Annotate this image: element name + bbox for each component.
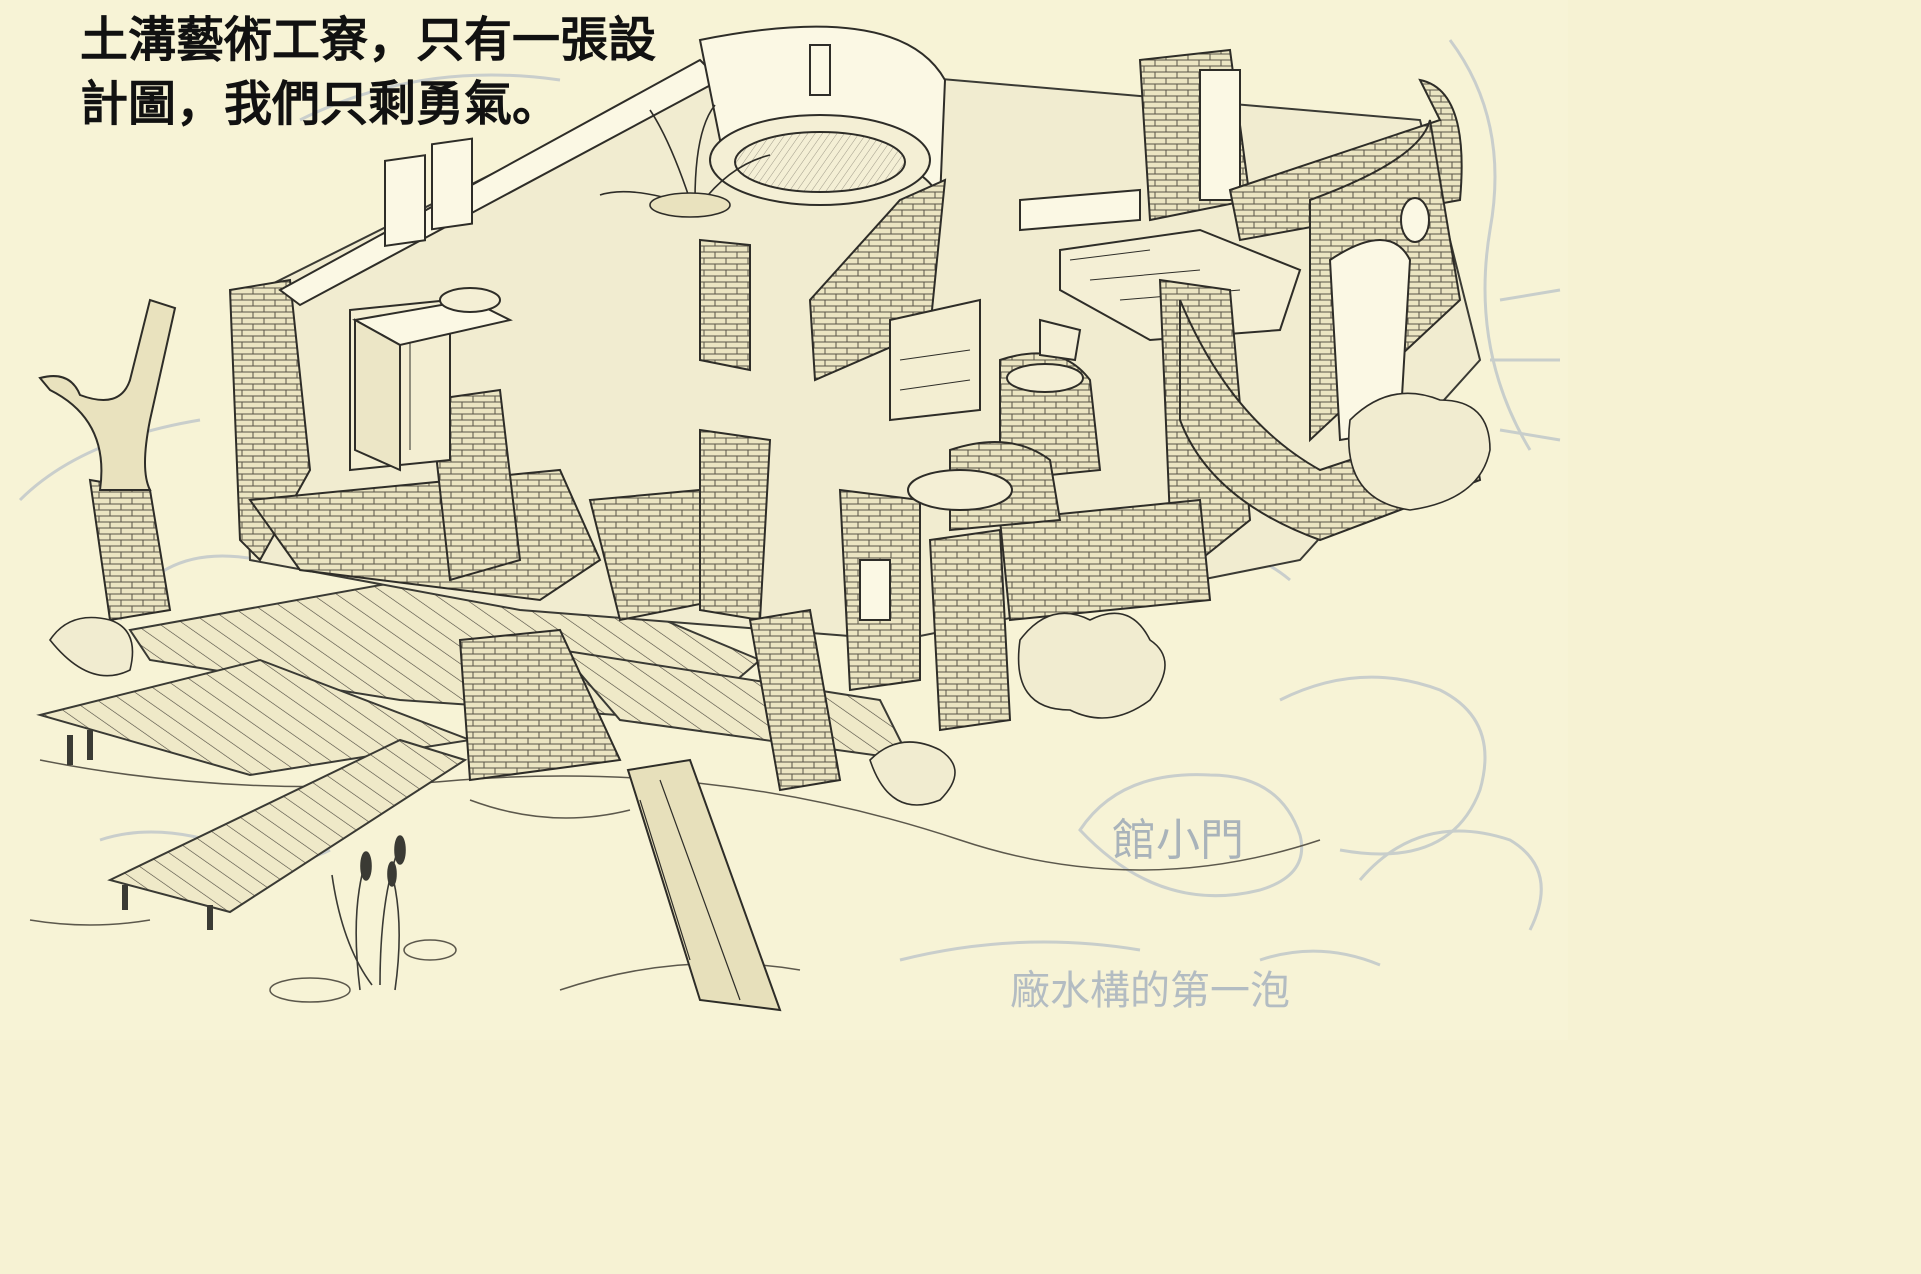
shrubs bbox=[49, 392, 1491, 806]
potted-plant bbox=[599, 104, 771, 218]
tree-trunk bbox=[38, 298, 177, 622]
headline-line-2: 計圖，我們只剩勇氣。 bbox=[80, 76, 561, 132]
ground-terrain bbox=[29, 759, 1321, 1003]
left-brick-walls bbox=[228, 238, 842, 792]
reeds bbox=[331, 835, 406, 991]
ghost-label-bottom: 廠水構的第一泡 bbox=[1010, 968, 1290, 1014]
architectural-sketch: 館小門 廠水構的第一泡 bbox=[18, 25, 1561, 1014]
kitchen-cabinets bbox=[352, 287, 513, 472]
right-brick-walls bbox=[838, 278, 1482, 732]
log-bridge bbox=[626, 758, 782, 1012]
sketch-canvas: 館小門 廠水構的第一泡 bbox=[18, 8, 1561, 1014]
headline-line-1: 土溝藝術工寮，只有一張設 bbox=[80, 12, 657, 68]
ghost-label-door: 館小門 bbox=[1112, 815, 1244, 866]
headline-caption: 土溝藝術工寮，只有一張設 計圖，我們只剩勇氣。 bbox=[80, 8, 780, 136]
